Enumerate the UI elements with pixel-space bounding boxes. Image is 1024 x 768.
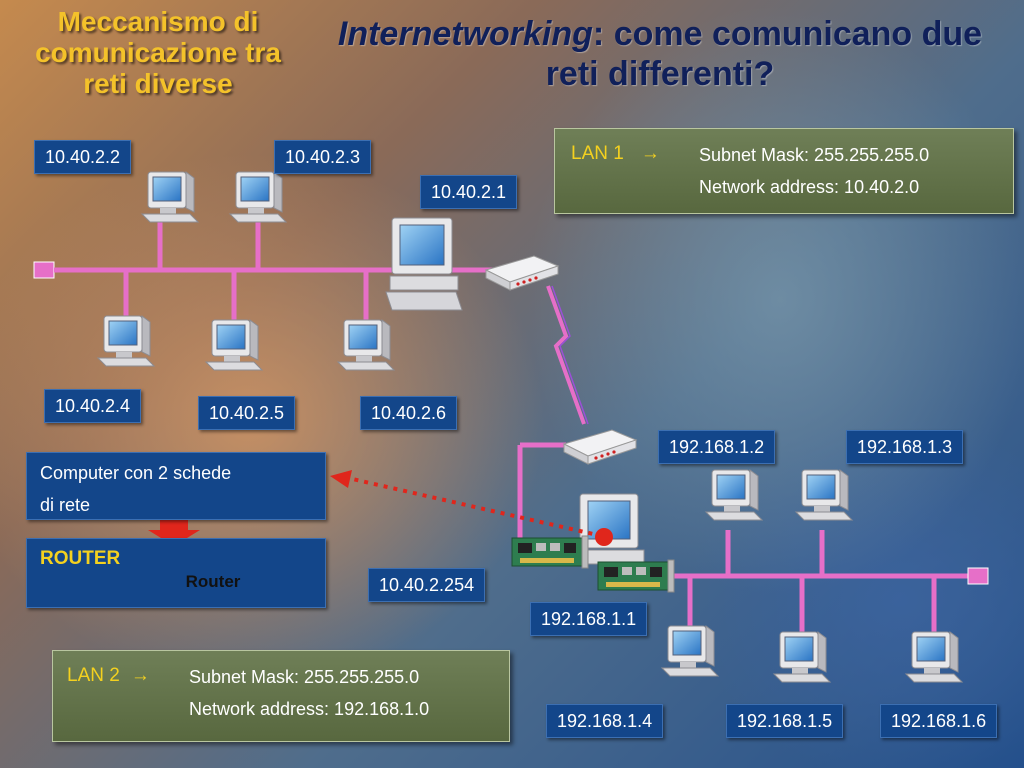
pc-192-168-1-6-icon: [905, 631, 963, 683]
lan1-name: LAN 1: [571, 143, 624, 164]
ip-label-192-168-1-1: 192.168.1.1: [530, 602, 648, 636]
ip-label-10-40-2-254: 10.40.2.254: [368, 568, 486, 602]
ip-label-192-168-1-5: 192.168.1.5: [726, 704, 844, 738]
gateway-workstation-icon: [385, 217, 463, 311]
ip-label-10-40-2-2: 10.40.2.2: [34, 140, 132, 174]
ip-label-10-40-2-5: 10.40.2.5: [198, 396, 296, 430]
pc-192-168-1-4-icon: [661, 625, 719, 677]
title-rest: : come comunicano due reti differenti?: [545, 15, 983, 93]
pc-10-40-2-5-icon: [205, 319, 263, 371]
legend-computer-line1: Computer con 2 schede: [40, 463, 232, 483]
ip-label-10-40-2-3: 10.40.2.3: [274, 140, 372, 174]
pc-192-168-1-3-icon: [795, 469, 853, 521]
ip-label-10-40-2-1: 10.40.2.1: [420, 175, 518, 209]
title-italic: Internetworking: [337, 15, 593, 53]
nic-lan1-icon: [511, 535, 589, 569]
lan2-network: Network address: 192.168.1.0: [189, 699, 430, 719]
pc-192-168-1-5-icon: [773, 631, 831, 683]
lan2-info-box: LAN 2 → Subnet Mask: 255.255.255.0 Netwo…: [52, 650, 510, 742]
legend-computer-line2: di rete: [40, 495, 91, 515]
pc-192-168-1-2-icon: [705, 469, 763, 521]
slide-subtitle: Meccanismo di comunicazione tra reti div…: [35, 6, 281, 99]
lan2-bus: [517, 442, 989, 632]
pc-10-40-2-4-icon: [97, 315, 155, 367]
lan1-arrow-icon: →: [640, 143, 660, 164]
ip-label-10-40-2-4: 10.40.2.4: [44, 389, 142, 423]
lan1-subnet: Subnet Mask: 255.255.255.0: [699, 145, 930, 165]
pc-10-40-2-2-icon: [141, 171, 199, 223]
pc-10-40-2-3-icon: [229, 171, 287, 223]
ip-label-192-168-1-2: 192.168.1.2: [658, 430, 776, 464]
ip-label-192-168-1-4: 192.168.1.4: [546, 704, 664, 738]
nic-lan2-icon: [597, 559, 675, 593]
ip-label-192-168-1-6: 192.168.1.6: [880, 704, 998, 738]
pointer-line: [347, 476, 603, 538]
hub-lan1-icon: [485, 255, 559, 291]
ip-label-10-40-2-6: 10.40.2.6: [360, 396, 458, 430]
slide-title: Internetworking: come comunicano due ret…: [330, 14, 990, 94]
legend-router-box: [26, 538, 326, 608]
router-box-label: Router: [185, 572, 241, 591]
legend-router-title: ROUTER: [40, 548, 121, 569]
lan2-subnet: Subnet Mask: 255.255.255.0: [189, 667, 420, 687]
pointer-dot: [595, 528, 613, 546]
hub-lan2-icon: [563, 429, 637, 465]
lan2-name: LAN 2: [67, 665, 120, 686]
legend-computer-box: Computer con 2 schede di rete: [26, 452, 326, 520]
lan2-arrow-icon: →: [130, 665, 150, 686]
wan-link: [546, 285, 586, 425]
ip-label-192-168-1-3: 192.168.1.3: [846, 430, 964, 464]
pc-10-40-2-6-icon: [337, 319, 395, 371]
lan1-info-box: LAN 1 → Subnet Mask: 255.255.255.0 Netwo…: [554, 128, 1014, 214]
lan1-network: Network address: 10.40.2.0: [699, 177, 920, 197]
